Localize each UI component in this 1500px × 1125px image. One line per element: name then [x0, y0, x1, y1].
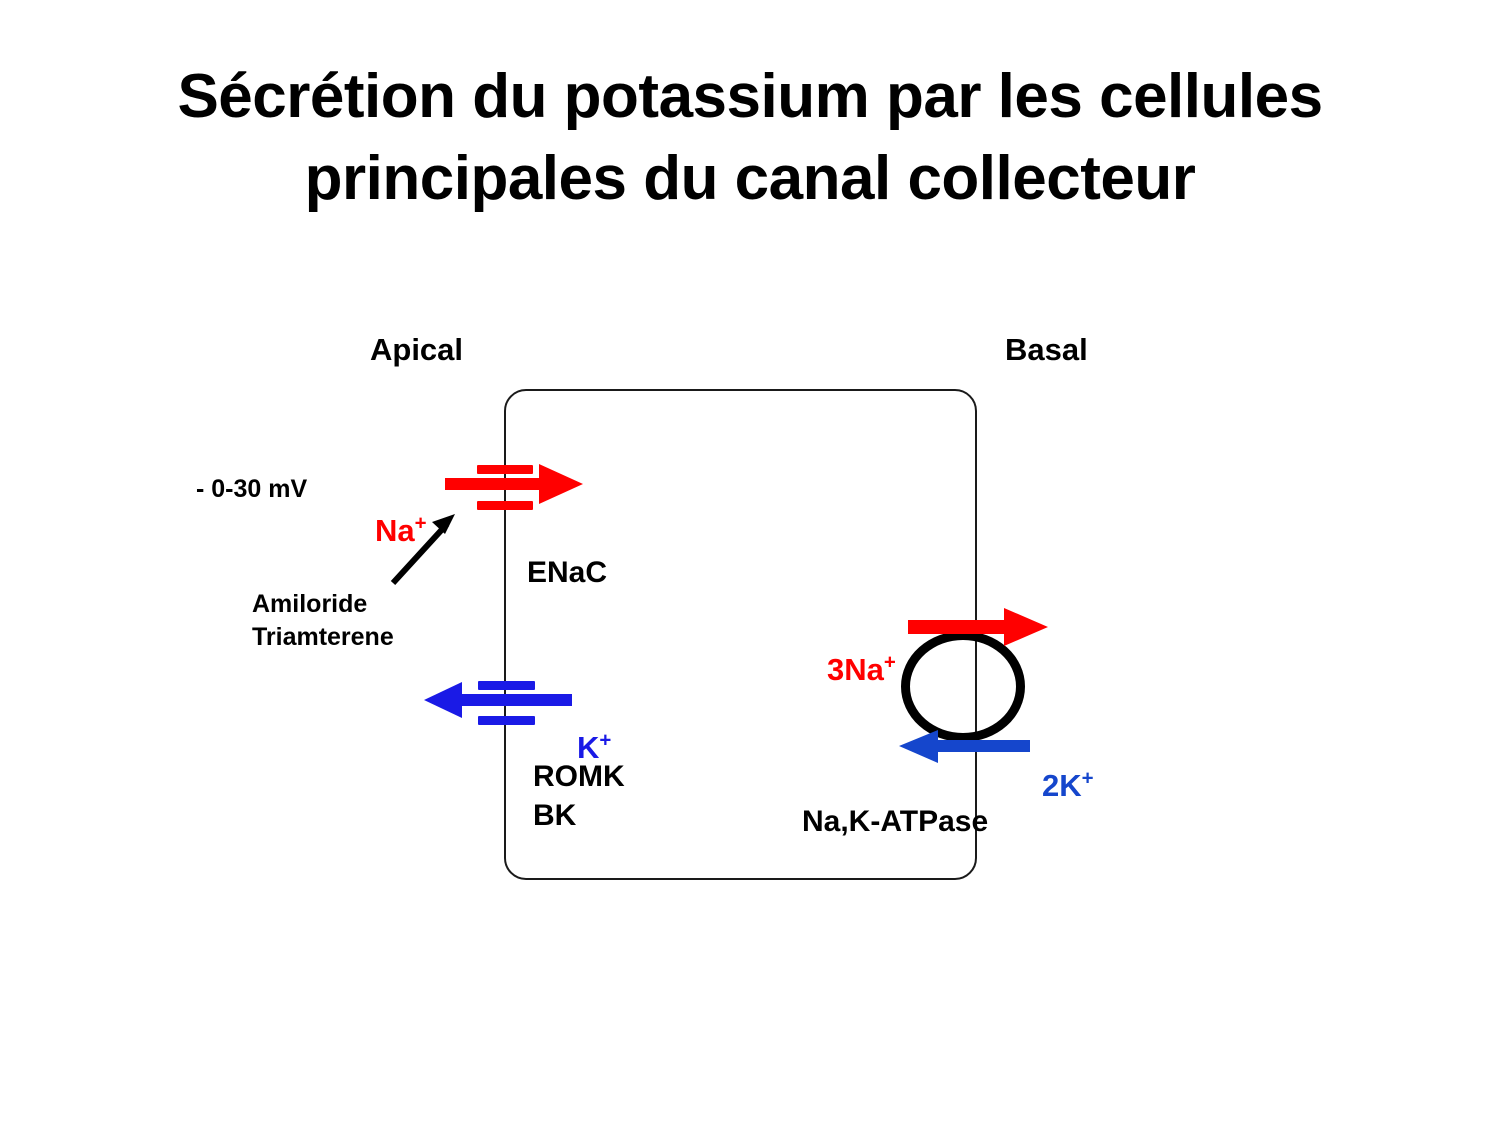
- pump-potassium-label: 2K+: [1042, 726, 1094, 807]
- page-title: Sécrétion du potassium par les cellules …: [177, 62, 1323, 213]
- enac-blockers-label: Amiloride Triamterene: [252, 590, 394, 651]
- pump-potassium-symbol: 2K: [1042, 768, 1082, 804]
- pump-sodium-charge: +: [883, 650, 896, 674]
- enac-channel-label: ENaC: [527, 556, 608, 589]
- potassium-channel-label: ROMK BK: [533, 760, 625, 832]
- romk-gate-bar-top: [478, 681, 535, 690]
- romk-gate-bar-bottom: [478, 716, 535, 725]
- apical-side-label: Apical: [370, 332, 464, 367]
- enac-gate-bar-top: [477, 465, 533, 474]
- sodium-ion-label: Na+: [375, 471, 427, 552]
- pump-potassium-charge: +: [1081, 766, 1094, 790]
- pump-sodium-label: 3Na+: [827, 610, 896, 691]
- sodium-ion-symbol: Na: [375, 513, 415, 549]
- membrane-potential-label: - 0-30 mV: [196, 475, 308, 503]
- sodium-ion-charge: +: [414, 511, 427, 535]
- na-k-atpase-pump-circle: [901, 631, 1025, 742]
- na-k-atpase-label: Na,K-ATPase: [802, 805, 989, 838]
- potassium-ion-symbol: K: [577, 730, 600, 766]
- potassium-ion-label: K+: [577, 688, 611, 769]
- pump-sodium-symbol: 3Na: [827, 652, 884, 688]
- enac-gate-bar-bottom: [477, 501, 533, 510]
- basal-side-label: Basal: [1005, 332, 1088, 367]
- potassium-ion-charge: +: [599, 728, 612, 752]
